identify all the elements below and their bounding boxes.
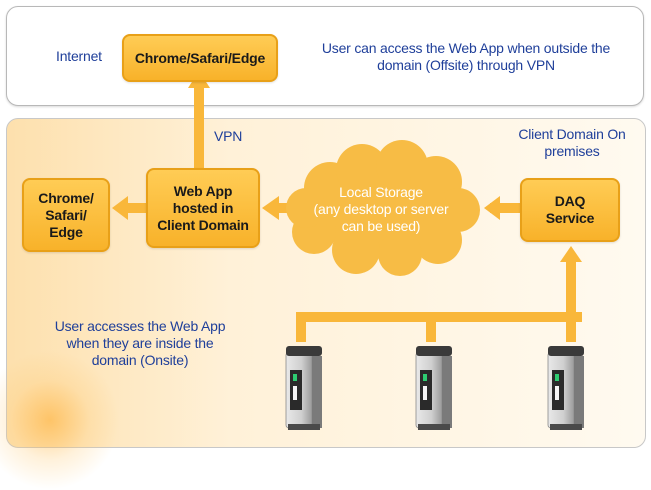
onsite-note-line: domain (Onsite) (91, 352, 189, 368)
web-app-line: hosted in (172, 199, 234, 216)
client-domain-line: Client Domain On (518, 126, 626, 142)
browser-line: Safari/ (45, 206, 87, 223)
daq-service-box: DAQ Service (520, 178, 620, 242)
vpn-arrow (188, 71, 210, 172)
browser-line: Chrome/ (38, 189, 94, 206)
printer-machine-icon (547, 345, 585, 431)
daq-line: Service (545, 210, 595, 226)
machines-to-daq-bus (296, 246, 582, 342)
storage-line: Local Storage (339, 184, 423, 200)
printer-machine-icon (285, 345, 323, 431)
offsite-access-note: User can access the Web App when outside… (296, 40, 636, 74)
internet-label: Internet (56, 48, 102, 64)
onsite-browser-box: Chrome/ Safari/ Edge (22, 178, 110, 252)
offsite-note-line: domain (Offsite) through VPN (377, 57, 555, 73)
webapp-to-browser-arrow (112, 196, 148, 220)
diagram-graphics (112, 71, 585, 431)
storage-line: (any desktop or server (313, 201, 449, 217)
client-domain-line: premises (544, 143, 600, 159)
web-app-box: Web App hosted in Client Domain (146, 168, 260, 248)
onsite-note-line: when they are inside the (66, 335, 214, 351)
internet-zone-panel (6, 6, 644, 106)
web-app-line: Client Domain (157, 216, 249, 233)
web-app-line: Web App (173, 182, 233, 199)
local-storage-cloud (286, 140, 480, 276)
storage-line: can be used) (341, 218, 421, 234)
offsite-note-line: User can access the Web App when outside… (321, 40, 611, 56)
browser-line: Edge (49, 223, 83, 240)
vpn-label: VPN (214, 128, 243, 144)
local-storage-text: Local Storage (any desktop or server can… (296, 184, 466, 235)
onsite-access-note: User accesses the Web App when they are … (40, 318, 240, 369)
client-domain-label: Client Domain On premises (504, 126, 640, 160)
daq-line: DAQ (554, 193, 586, 209)
daq-to-storage-arrow (484, 196, 520, 220)
onsite-note-line: User accesses the Web App (54, 318, 226, 334)
printer-machine-icon (415, 345, 453, 431)
offsite-browser-box: Chrome/Safari/Edge (122, 34, 278, 82)
